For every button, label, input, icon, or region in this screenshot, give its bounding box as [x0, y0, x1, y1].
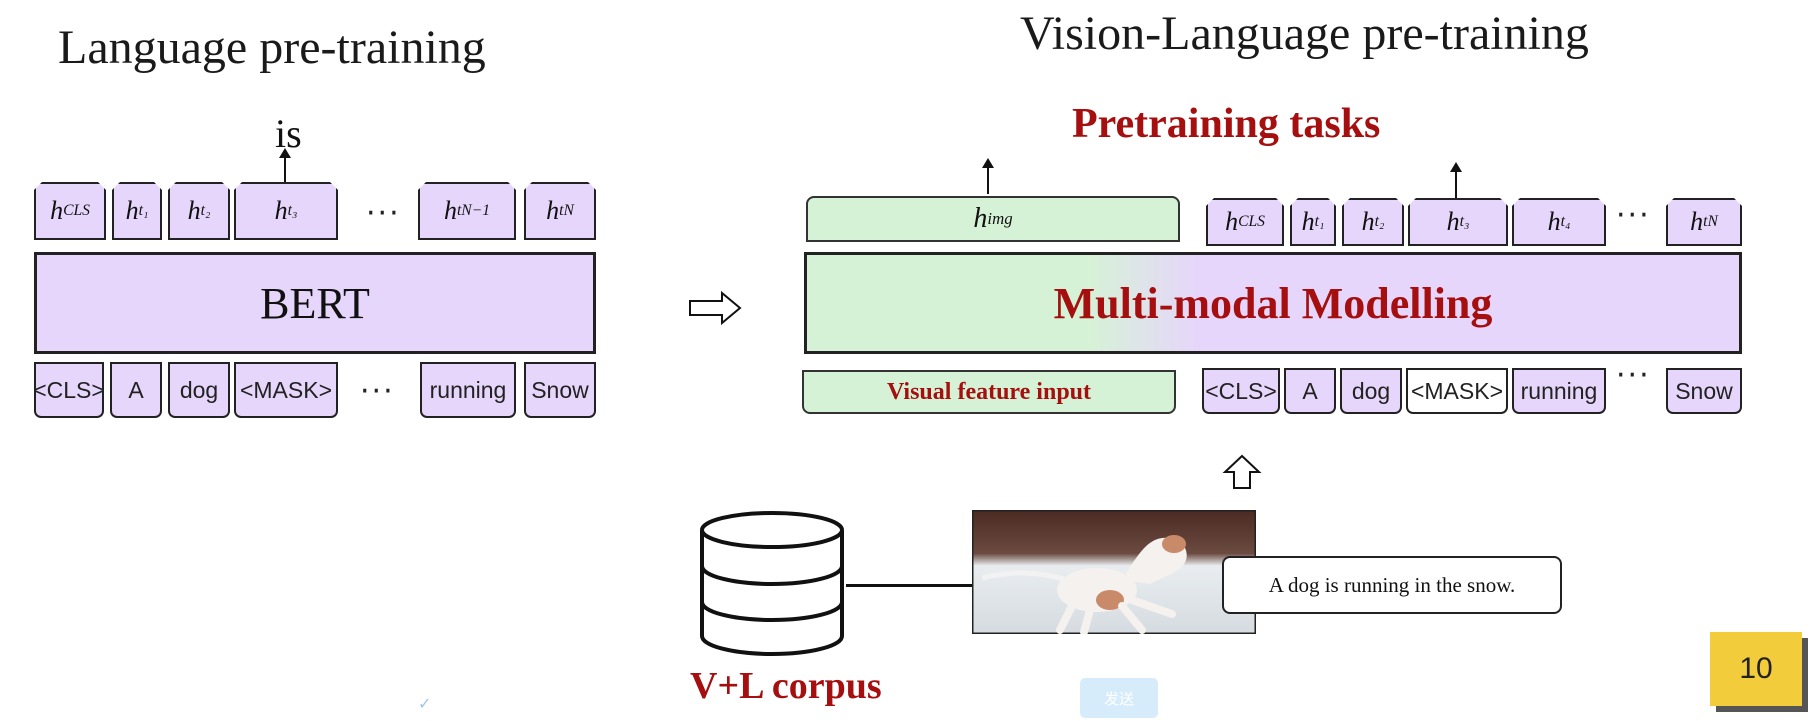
img-hidden-base: h: [973, 203, 988, 234]
connector-line: [846, 584, 972, 587]
input-token-mask: <MASK>: [1406, 368, 1508, 414]
hidden-token-base: h: [1301, 207, 1315, 236]
hidden-token-sub: t₂: [200, 202, 211, 219]
input-token-dog: dog: [1340, 368, 1402, 414]
hidden-token-sub: tN: [559, 202, 574, 219]
right-arrow-icon: [689, 290, 742, 326]
hidden-token-sub: t₁: [138, 202, 149, 219]
img-hidden-sub: img: [987, 209, 1013, 228]
visual-feature-input: Visual feature input: [802, 370, 1176, 414]
hidden-token-sub: tN−1: [456, 202, 491, 219]
input-token-a: A: [110, 362, 162, 418]
hidden-token-base: h: [1547, 207, 1561, 236]
predicted-word: is: [275, 111, 302, 156]
input-token-running: running: [420, 362, 516, 418]
page-number: 10: [1739, 652, 1773, 685]
hollow-up-arrow-icon: [1222, 454, 1262, 489]
visual-feature-label: Visual feature input: [886, 378, 1092, 405]
input-token-a: A: [1284, 368, 1336, 414]
checkmark-icon: ✓: [418, 694, 432, 713]
hidden-token-base: h: [50, 196, 64, 225]
input-token-dog: dog: [168, 362, 230, 418]
hidden-token-base: h: [1446, 207, 1460, 236]
send-button[interactable]: 发送: [1080, 678, 1158, 718]
hidden-token-base: h: [274, 196, 288, 225]
hidden-token-base: h: [443, 196, 457, 225]
pretraining-tasks-label: Pretraining tasks: [1072, 101, 1381, 147]
up-arrow-icon: [982, 158, 994, 194]
hidden-token-base: h: [1361, 207, 1375, 236]
hidden-token-base: h: [546, 196, 560, 225]
hidden-token-sub: t₃: [1459, 213, 1470, 230]
hidden-token-sub: CLS: [1238, 213, 1265, 230]
caption-box: A dog is running in the snow.: [1222, 556, 1562, 614]
page-number-badge: 10: [1710, 632, 1802, 706]
right-title: Vision-Language pre-training: [1020, 7, 1589, 60]
hidden-token-sub: t₂: [1374, 213, 1385, 230]
bert-label: BERT: [260, 278, 370, 328]
multimodal-label: Multi-modal Modelling: [1053, 278, 1493, 328]
input-token-snow: Snow: [524, 362, 596, 418]
ellipsis: ···: [360, 374, 395, 409]
left-title: Language pre-training: [58, 21, 486, 74]
database-icon: [700, 511, 844, 656]
hidden-token-sub: t₄: [1560, 213, 1571, 230]
ellipsis: ···: [1616, 358, 1651, 393]
ellipsis: ···: [366, 196, 401, 231]
caption-text: A dog is running in the snow.: [1268, 572, 1516, 597]
corpus-label: V+L corpus: [690, 665, 882, 707]
ellipsis: ···: [1616, 198, 1651, 233]
hidden-token-base: h: [1225, 207, 1239, 236]
bert-box: BERT: [34, 252, 596, 354]
hidden-token-base: h: [1690, 207, 1704, 236]
hidden-token-base: h: [187, 196, 201, 225]
up-arrow-icon: [1450, 162, 1462, 198]
hidden-token-sub: t₃: [287, 202, 298, 219]
input-token-cls: <CLS>: [33, 362, 105, 418]
multimodal-box: Multi-modal Modelling: [804, 252, 1742, 354]
send-button-label: 发送: [1103, 689, 1134, 708]
hidden-token-sub: CLS: [63, 202, 90, 219]
hidden-token-sub: t₁: [1314, 213, 1325, 230]
hidden-token-sub: tN: [1703, 213, 1718, 230]
dog-snow-image: [972, 510, 1256, 634]
input-token-cls: <CLS>: [1202, 368, 1280, 414]
input-token-running: running: [1512, 368, 1606, 414]
hidden-token-base: h: [125, 196, 139, 225]
up-arrow-icon: [279, 148, 291, 184]
input-token-mask: <MASK>: [234, 362, 338, 418]
input-token-snow: Snow: [1666, 368, 1742, 414]
